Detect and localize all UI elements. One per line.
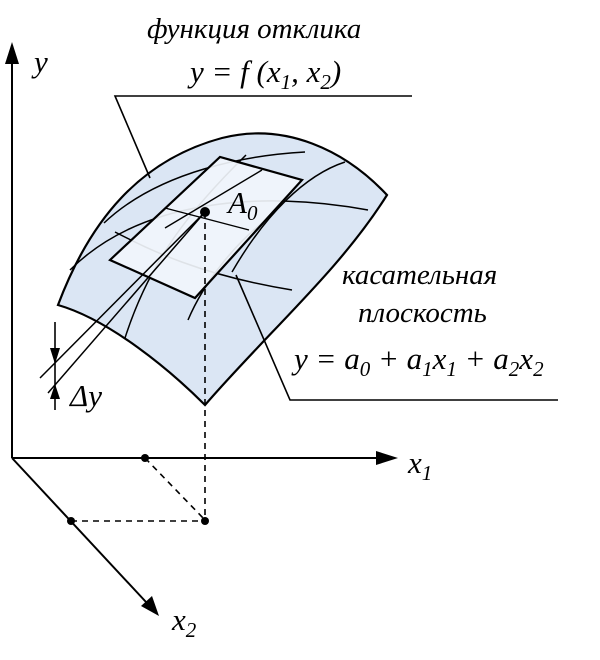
delta-y-arrow-down: [50, 348, 60, 364]
tangent-plane-equation: y = a0 + a1x1 + a2x2: [291, 341, 544, 381]
delta-y-label: Δy: [68, 378, 102, 413]
response-function-title: функция отклика: [147, 13, 361, 45]
surface-grid-line: [231, 161, 346, 273]
tangent-plane-title-line2: плоскость: [358, 297, 487, 329]
delta-y-arrow-up: [50, 384, 60, 399]
x2-axis: [11, 457, 147, 603]
point-base-projection: [201, 517, 209, 525]
x1-axis-label: x1: [407, 445, 432, 485]
delta-y-guide-line: [47, 211, 206, 394]
projection-dashed-line: [144, 457, 206, 521]
x2-axis-arrow: [141, 596, 159, 616]
y-axis-arrow: [5, 42, 19, 64]
delta-y-guide-line: [39, 211, 206, 379]
y-axis-label: y: [31, 44, 48, 79]
surface-grid-line: [103, 151, 306, 224]
tangent-plane: [108, 155, 305, 300]
point-a0-label: A0: [226, 185, 258, 225]
point-x2-projection: [67, 517, 75, 525]
tangent-plane-title-line1: касательная: [342, 259, 497, 291]
point-a0: [200, 207, 210, 217]
point-x1-projection: [141, 454, 149, 462]
tangent-plane-leader-line: [235, 274, 558, 401]
tangent-plane-grid-line: [164, 207, 250, 231]
response-function-leader-line: [113, 95, 412, 179]
tangent-plane-grid-line: [164, 169, 263, 229]
x1-axis-arrow: [376, 451, 398, 465]
x2-axis-label: x2: [171, 602, 197, 642]
response-function-equation: y = f (x1, x2): [187, 54, 341, 94]
